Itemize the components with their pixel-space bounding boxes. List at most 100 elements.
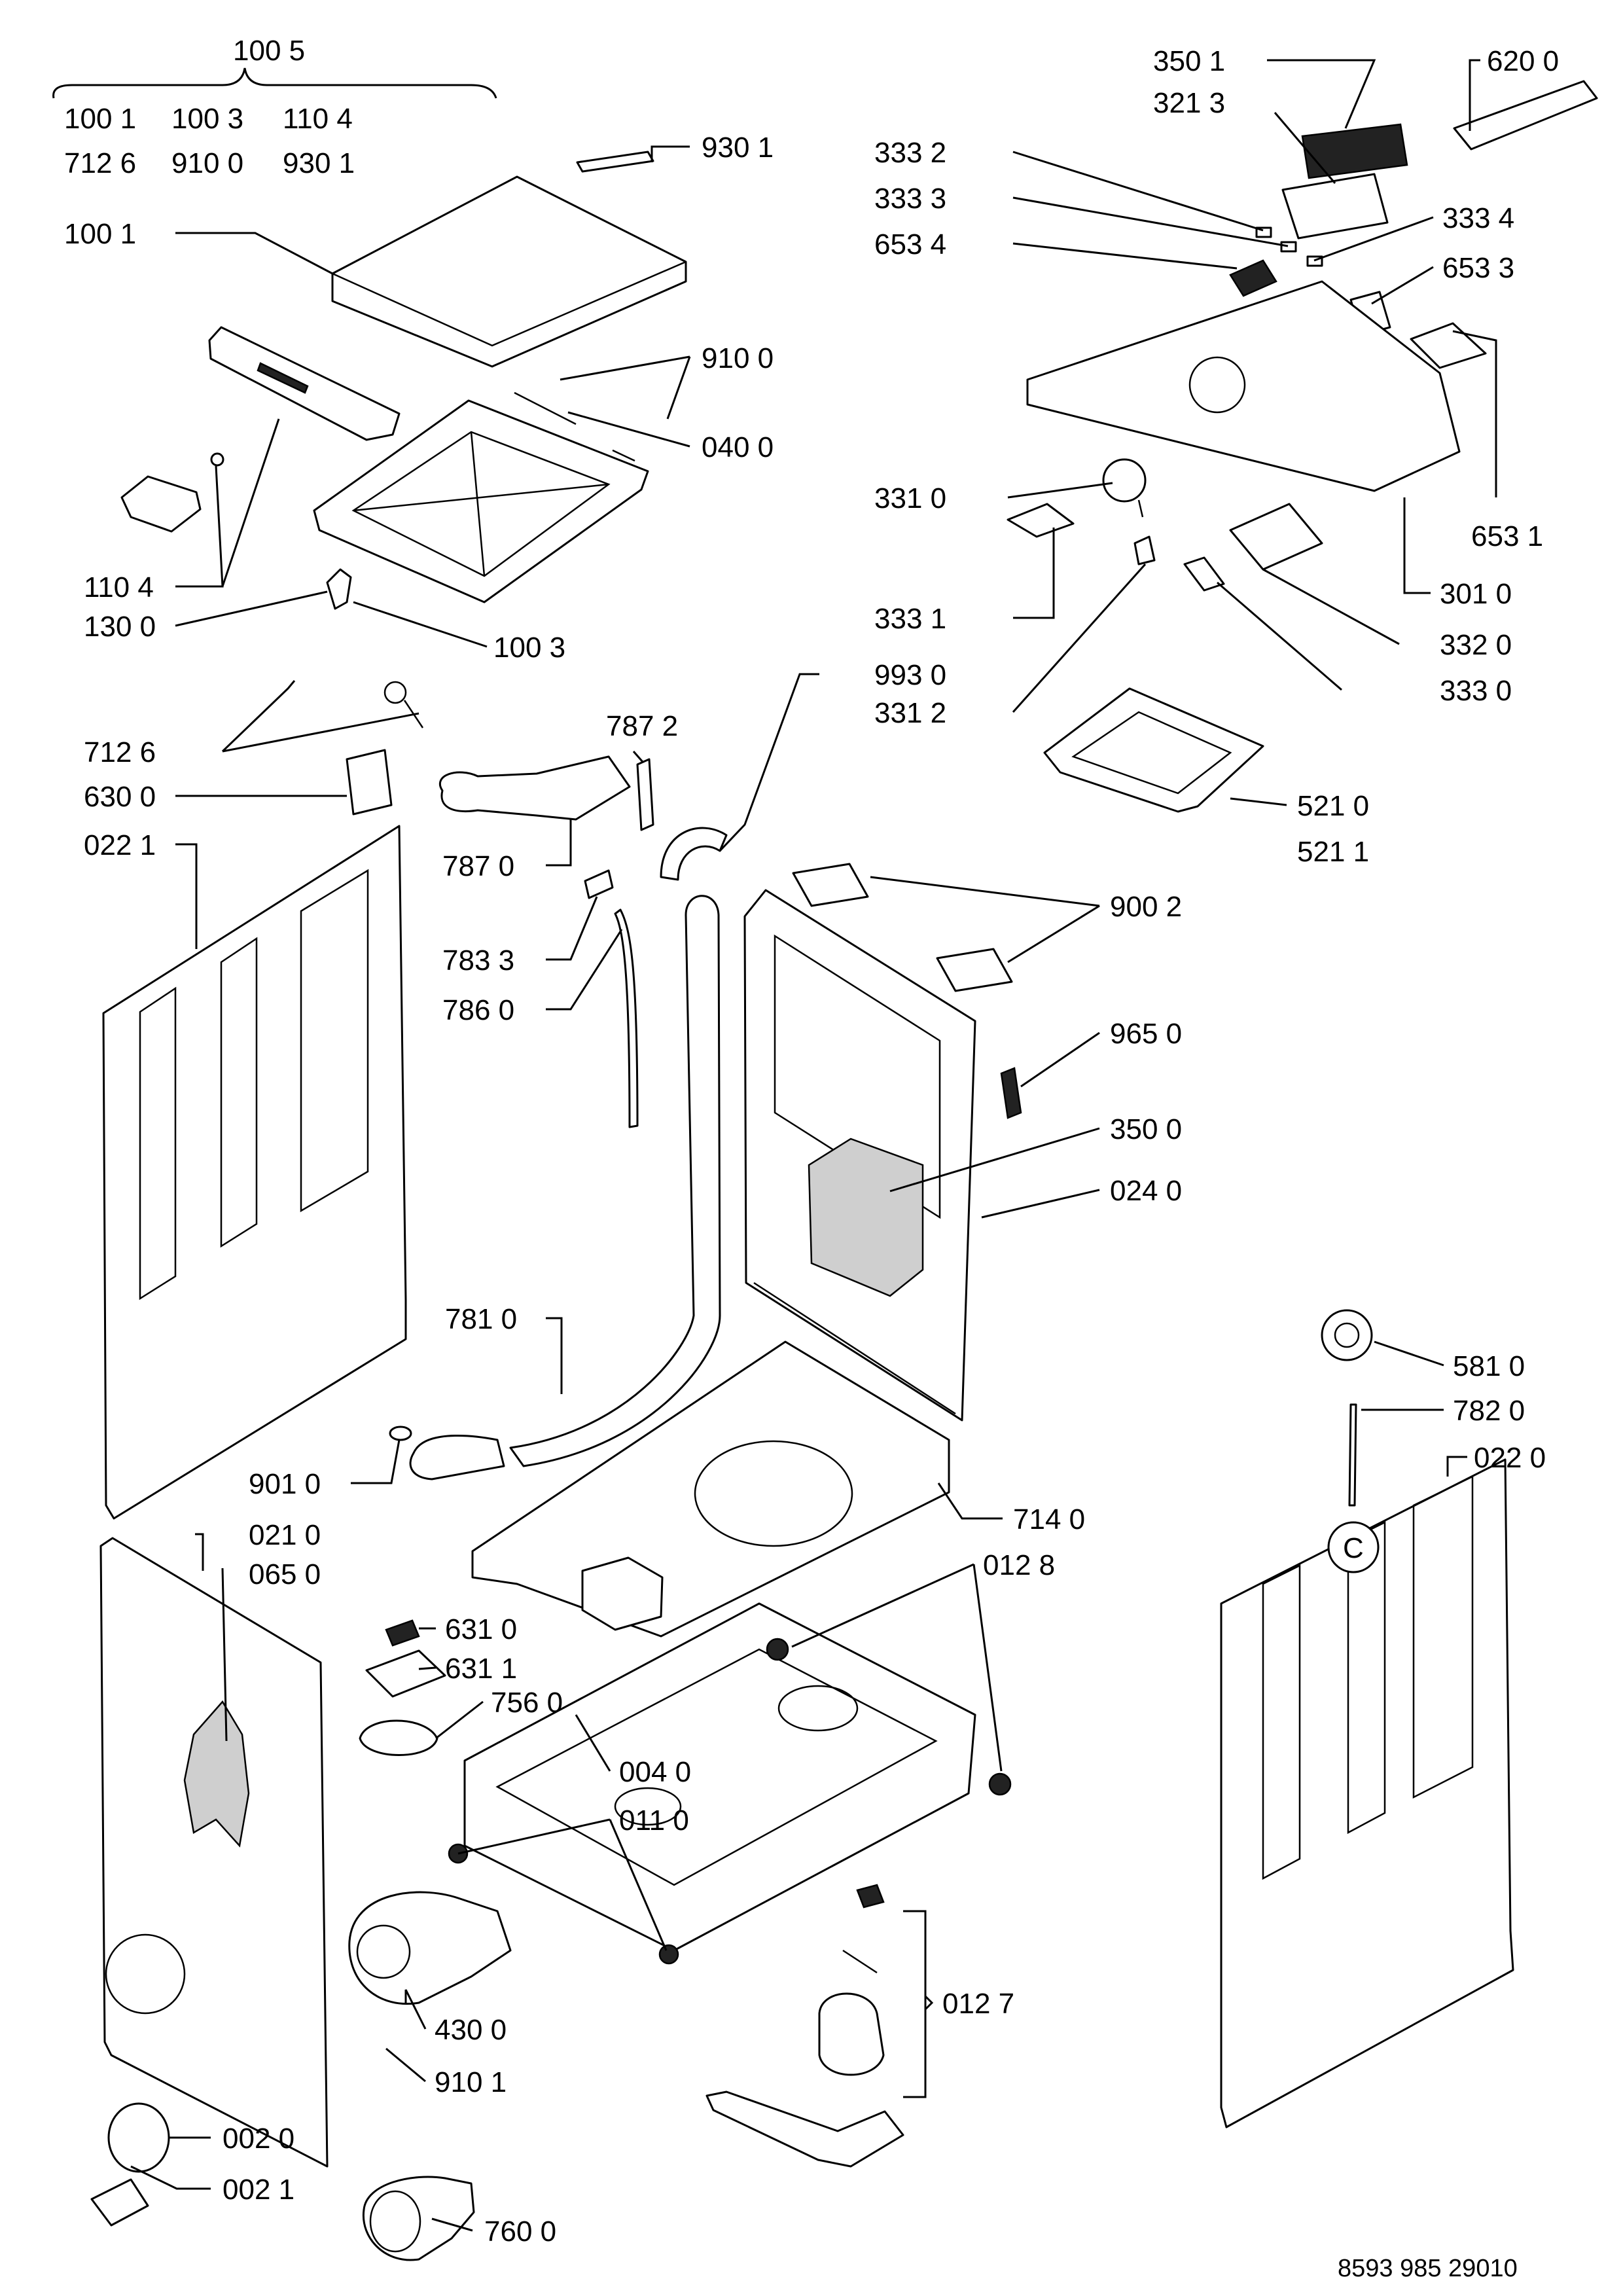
callout-783-3: 783 3 xyxy=(442,944,514,977)
part-787-0-hose xyxy=(438,755,631,821)
part-333-1-part xyxy=(1007,503,1075,538)
callout-712-6: 712 6 xyxy=(84,736,156,768)
callout-521-1: 521 1 xyxy=(1297,836,1369,868)
callout-331-2: 331 2 xyxy=(874,697,946,729)
callout-653-3: 653 3 xyxy=(1442,252,1514,284)
callout-333-4: 333 4 xyxy=(1442,202,1514,234)
callout-756-0: 756 0 xyxy=(491,1687,563,1719)
part-110-4-bar xyxy=(208,326,401,441)
callout-631-0: 631 0 xyxy=(445,1613,517,1645)
group-header-item: 100 1 xyxy=(64,103,136,135)
part-653-4-holder xyxy=(1229,259,1277,297)
part-350-0-module xyxy=(808,1138,924,1297)
part-760-0-filter xyxy=(362,2176,475,2261)
group-header-item: 110 4 xyxy=(283,103,353,135)
part-012-8-foot-1 xyxy=(766,1638,789,1661)
part-782-0-shaft xyxy=(1348,1403,1357,1507)
group-header-item: 930 1 xyxy=(283,147,355,179)
part-004-0-base-frame xyxy=(463,1602,976,1952)
part-521-0-tray xyxy=(1043,687,1264,813)
part-332-0-part xyxy=(1229,503,1323,571)
callout-910-1: 910 1 xyxy=(435,2066,507,2098)
part-930-1-strip xyxy=(576,151,654,173)
callout-333-2: 333 2 xyxy=(874,137,946,169)
callout-110-4: 110 4 xyxy=(84,571,154,603)
callout-333-3: 333 3 xyxy=(874,183,946,215)
callout-787-2: 787 2 xyxy=(606,710,678,742)
part-631-0-switch xyxy=(385,1619,420,1647)
callout-130-0: 130 0 xyxy=(84,611,156,643)
part-712-6-spring xyxy=(383,681,407,704)
part-002-0-cover xyxy=(107,2102,170,2173)
part-321-3-frame xyxy=(1281,173,1389,240)
part-100-3-frame xyxy=(313,399,649,603)
part-drawings xyxy=(90,80,1598,2261)
part-012-7-cap xyxy=(818,1992,885,2076)
part-965-0-clip xyxy=(1000,1067,1022,1119)
part-012-7-leg xyxy=(705,2090,904,2168)
callout-901-0: 901 0 xyxy=(249,1468,321,1500)
part-901-0-cap xyxy=(389,1426,412,1441)
part-781-0-end xyxy=(409,1434,505,1480)
callout-521-0: 521 0 xyxy=(1297,790,1369,822)
part-333-0-part xyxy=(1183,556,1225,592)
callout-022-1: 022 1 xyxy=(84,829,156,861)
callout-321-3: 321 3 xyxy=(1153,87,1225,119)
callout-040-0: 040 0 xyxy=(702,431,774,463)
callout-004-0: 004 0 xyxy=(619,1756,691,1788)
callout-002-1: 002 1 xyxy=(223,2174,294,2206)
callout-653-1: 653 1 xyxy=(1471,520,1543,552)
part-756-0-foot xyxy=(359,1719,438,1756)
callout-332-0: 332 0 xyxy=(1440,629,1512,661)
callout-993-0: 993 0 xyxy=(874,659,946,691)
part-110-4-clip xyxy=(120,475,202,533)
callout-787-0: 787 0 xyxy=(442,850,514,882)
part-350-1-display xyxy=(1301,123,1408,179)
part-022-1-side-panel xyxy=(102,825,407,1520)
callout-350-1: 350 1 xyxy=(1153,45,1225,77)
part-714-0-base-tray xyxy=(471,1340,950,1638)
callout-631-1: 631 1 xyxy=(445,1653,517,1685)
part-653-1-holder xyxy=(1410,322,1487,369)
callout-910-0: 910 0 xyxy=(702,342,774,374)
callout-333-0: 333 0 xyxy=(1440,675,1512,707)
part-900-2-holder-1 xyxy=(792,863,869,907)
part-012-7-clip xyxy=(856,1884,885,1909)
part-331-2-part xyxy=(1133,535,1156,565)
callout-021-0: 021 0 xyxy=(249,1519,321,1551)
part-065-0-mesh xyxy=(183,1700,250,1848)
part-100-1-lid xyxy=(331,175,687,368)
callout-012-7: 012 7 xyxy=(942,1988,1014,2020)
part-630-0-box xyxy=(346,749,393,816)
part-011-0-foot-2 xyxy=(658,1944,679,1965)
callout-331-0: 331 0 xyxy=(874,482,946,514)
part-787-2-clip xyxy=(636,758,654,831)
part-781-0-drain-hose xyxy=(509,895,721,1467)
part-900-2-holder-2 xyxy=(936,948,1013,992)
callout-333-1: 333 1 xyxy=(874,603,946,635)
group-header-item: 910 0 xyxy=(171,147,243,179)
callout-350-0: 350 0 xyxy=(1110,1113,1182,1145)
marker-circle xyxy=(1327,1521,1380,1573)
callout-100-3: 100 3 xyxy=(493,632,565,664)
group-header-item: 712 6 xyxy=(64,147,136,179)
part-022-0-side-panel xyxy=(1220,1458,1514,2128)
callout-782-0: 782 0 xyxy=(1453,1395,1525,1427)
part-021-0-front-panel xyxy=(99,1537,329,2168)
callout-786-0: 786 0 xyxy=(442,994,514,1026)
callout-965-0: 965 0 xyxy=(1110,1018,1182,1050)
part-783-3-valve xyxy=(584,869,614,899)
part-631-1-switch xyxy=(365,1649,446,1698)
callout-653-4: 653 4 xyxy=(874,228,946,260)
part-786-0-hose xyxy=(614,908,639,1128)
part-581-0-knob xyxy=(1321,1309,1373,1361)
callout-022-0: 022 0 xyxy=(1474,1442,1546,1474)
callout-581-0: 581 0 xyxy=(1453,1350,1525,1382)
callout-011-0: 011 0 xyxy=(619,1804,689,1837)
callout-labels: 100 5 100 1 100 3 110 4 712 6 910 0 930 … xyxy=(64,35,1559,2282)
part-331-0-knob xyxy=(1102,458,1147,503)
part-430-0-pump xyxy=(348,1891,512,2005)
part-012-8-foot-2 xyxy=(988,1772,1012,1796)
callout-760-0: 760 0 xyxy=(484,2215,556,2248)
